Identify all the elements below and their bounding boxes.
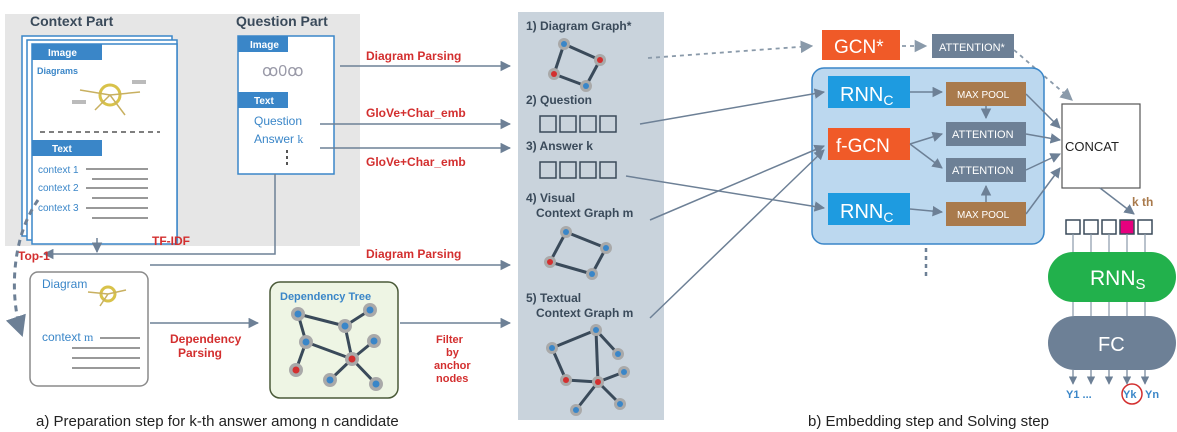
top1-label: Top-1 bbox=[18, 249, 50, 263]
gcn-star-label: GCN* bbox=[834, 37, 884, 58]
concat-block bbox=[1061, 103, 1141, 189]
question-part-title: Question Part bbox=[236, 13, 328, 29]
rnn-c-top-label: RNNC bbox=[840, 84, 893, 108]
answer-word: Answer k bbox=[254, 132, 303, 146]
k-th-label: k th bbox=[1132, 195, 1153, 209]
fc-block bbox=[1048, 316, 1176, 370]
fgcn-label: f-GCN bbox=[836, 136, 890, 157]
question-word: Question bbox=[254, 114, 302, 128]
filter-label-2: by bbox=[446, 347, 460, 359]
context-line-2: context 2 bbox=[38, 183, 79, 194]
dependency-tree-nodes bbox=[289, 303, 383, 391]
attention-star-label: ATTENTION* bbox=[939, 42, 1006, 54]
svg-text:ꝏ0ꝏ: ꝏ0ꝏ bbox=[262, 63, 304, 80]
attention-bottom-block bbox=[946, 158, 1026, 182]
tfidf-label: TF-IDF bbox=[152, 234, 190, 248]
diagrams-label: Diagrams bbox=[37, 66, 78, 76]
context-text-header bbox=[32, 140, 102, 156]
graph-5-label-2: Context Graph m bbox=[536, 306, 633, 320]
context-line-1: context 1 bbox=[38, 165, 79, 176]
concat-label: CONCAT bbox=[1065, 139, 1119, 154]
context-image-header bbox=[32, 44, 102, 60]
selected-diagram-thumbnail bbox=[87, 285, 127, 307]
attention-top-label: ATTENTION bbox=[952, 129, 1014, 141]
filter-label-1: Filter bbox=[436, 334, 464, 346]
context-part-title: Context Part bbox=[30, 13, 114, 29]
rnn-s-label: RNNS bbox=[1090, 267, 1146, 293]
yk-label: Yk bbox=[1123, 389, 1137, 401]
rnn-c-top-block bbox=[828, 76, 910, 108]
dep-parsing-label-1: Dependency bbox=[170, 332, 242, 346]
caption-b: b) Embedding step and Solving step bbox=[808, 413, 1049, 430]
selected-context-label: context m bbox=[42, 330, 94, 344]
graph-4-label-2: Context Graph m bbox=[536, 206, 633, 220]
textual-context-graph bbox=[546, 324, 630, 416]
context-image-label: Image bbox=[48, 48, 77, 59]
yk-highlight-circle bbox=[1121, 383, 1143, 405]
diagram-thumbnail bbox=[72, 80, 146, 116]
question-text-label: Text bbox=[254, 96, 274, 107]
rnn-c-bottom-label: RNNC bbox=[840, 201, 893, 225]
visual-context-graph bbox=[544, 226, 612, 280]
dependency-tree-label: Dependency Tree bbox=[280, 291, 371, 303]
context-line-3: context 3 bbox=[38, 203, 79, 214]
caption-a: a) Preparation step for k-th answer amon… bbox=[36, 413, 399, 430]
dep-parsing-label-2: Parsing bbox=[178, 346, 222, 360]
answer-token-boxes bbox=[539, 161, 617, 179]
graph-1-label: 1) Diagram Graph* bbox=[526, 19, 632, 33]
attention-bottom-label: ATTENTION bbox=[952, 165, 1014, 177]
fgcn-block bbox=[828, 128, 910, 160]
selected-diagram-label: Diagram bbox=[42, 277, 87, 291]
diagram-graph-small bbox=[548, 38, 606, 92]
context-text-label: Text bbox=[52, 144, 72, 155]
attention-star-block bbox=[932, 34, 1014, 58]
filter-label-3: anchor bbox=[434, 360, 471, 372]
yn-label: Yn bbox=[1145, 389, 1159, 401]
graph-2-label: 2) Question bbox=[526, 93, 592, 107]
question-image-thumbnail: ꝏ0ꝏ bbox=[262, 63, 304, 80]
max-pool-bottom-label: MAX POOL bbox=[957, 210, 1010, 221]
question-image-label: Image bbox=[250, 40, 279, 51]
rnn-s-block bbox=[1048, 252, 1176, 302]
question-token-boxes bbox=[539, 115, 617, 133]
rnn-c-bottom-block bbox=[828, 193, 910, 225]
gcn-star-block bbox=[822, 30, 900, 60]
max-pool-top-block bbox=[946, 82, 1026, 106]
graph-4-label-1: 4) Visual bbox=[526, 191, 575, 205]
graph-5-label-1: 5) Textual bbox=[526, 291, 581, 305]
diagram-parsing-label-bottom: Diagram Parsing bbox=[366, 247, 461, 261]
max-pool-top-label: MAX POOL bbox=[957, 90, 1010, 101]
kth-candidate-box bbox=[1119, 219, 1135, 235]
max-pool-bottom-block bbox=[946, 202, 1026, 226]
glove-label-question: GloVe+Char_emb bbox=[366, 106, 466, 120]
graphs-panel bbox=[518, 12, 664, 420]
diagram-parsing-label-top: Diagram Parsing bbox=[366, 49, 461, 63]
fc-label: FC bbox=[1098, 334, 1125, 356]
y1-label: Y1 ... bbox=[1066, 389, 1092, 401]
attention-top-block bbox=[946, 122, 1026, 146]
candidate-boxes bbox=[1065, 219, 1153, 235]
filter-label-4: nodes bbox=[436, 373, 468, 385]
glove-label-answer: GloVe+Char_emb bbox=[366, 155, 466, 169]
graph-3-label: 3) Answer k bbox=[526, 139, 593, 153]
